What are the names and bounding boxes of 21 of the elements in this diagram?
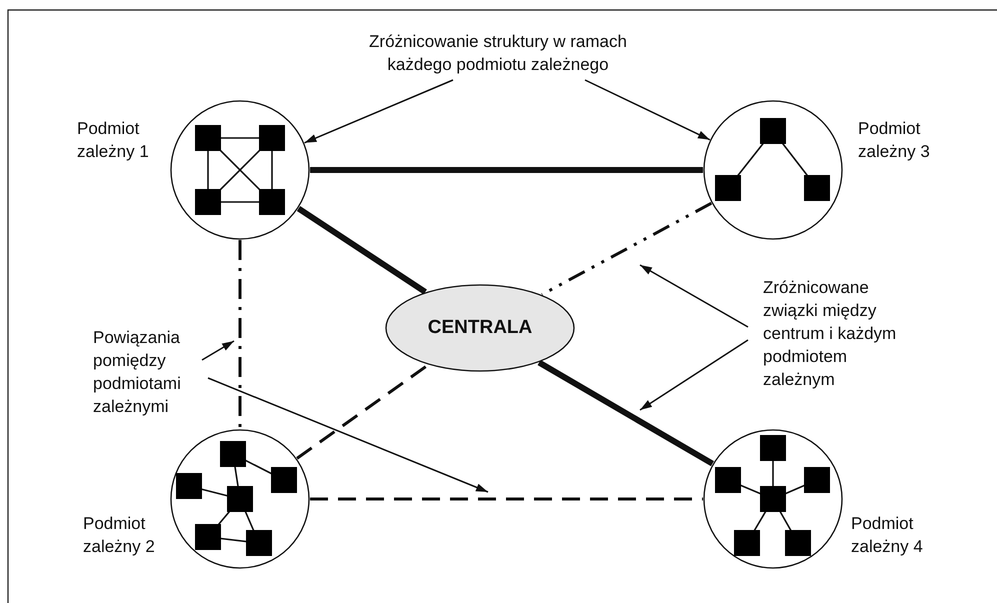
node-label: Podmiot zależny 1 — [77, 118, 150, 163]
connector-line — [238, 240, 242, 429]
leader-arrow — [640, 339, 748, 411]
node-label: Podmiot zależny 3 — [858, 118, 931, 163]
connector-line — [296, 206, 427, 294]
annotation-text: Powiązania pomiędzy podmiotami zależnymi — [93, 327, 182, 418]
connector-line — [296, 364, 430, 460]
connector-line — [541, 202, 712, 296]
leader-arrow — [584, 79, 710, 140]
leader-arrow — [208, 377, 488, 493]
connector-line — [310, 498, 703, 500]
node-label: Podmiot zależny 4 — [851, 513, 924, 558]
leader-arrow — [640, 264, 748, 328]
connector-line — [538, 360, 714, 466]
annotation-text: Zróżnicowanie struktury w ramach każdego podmiotu zależnego — [368, 31, 628, 76]
node-label: CENTRALA — [428, 316, 532, 339]
annotation-text: Zróżnicowane związki między centrum i każdym podmiotem zależnym — [763, 277, 898, 391]
node-label: Podmiot zależny 2 — [83, 513, 156, 558]
connector-line — [310, 167, 703, 173]
leader-arrow — [202, 340, 234, 361]
leader-arrow — [304, 79, 454, 144]
